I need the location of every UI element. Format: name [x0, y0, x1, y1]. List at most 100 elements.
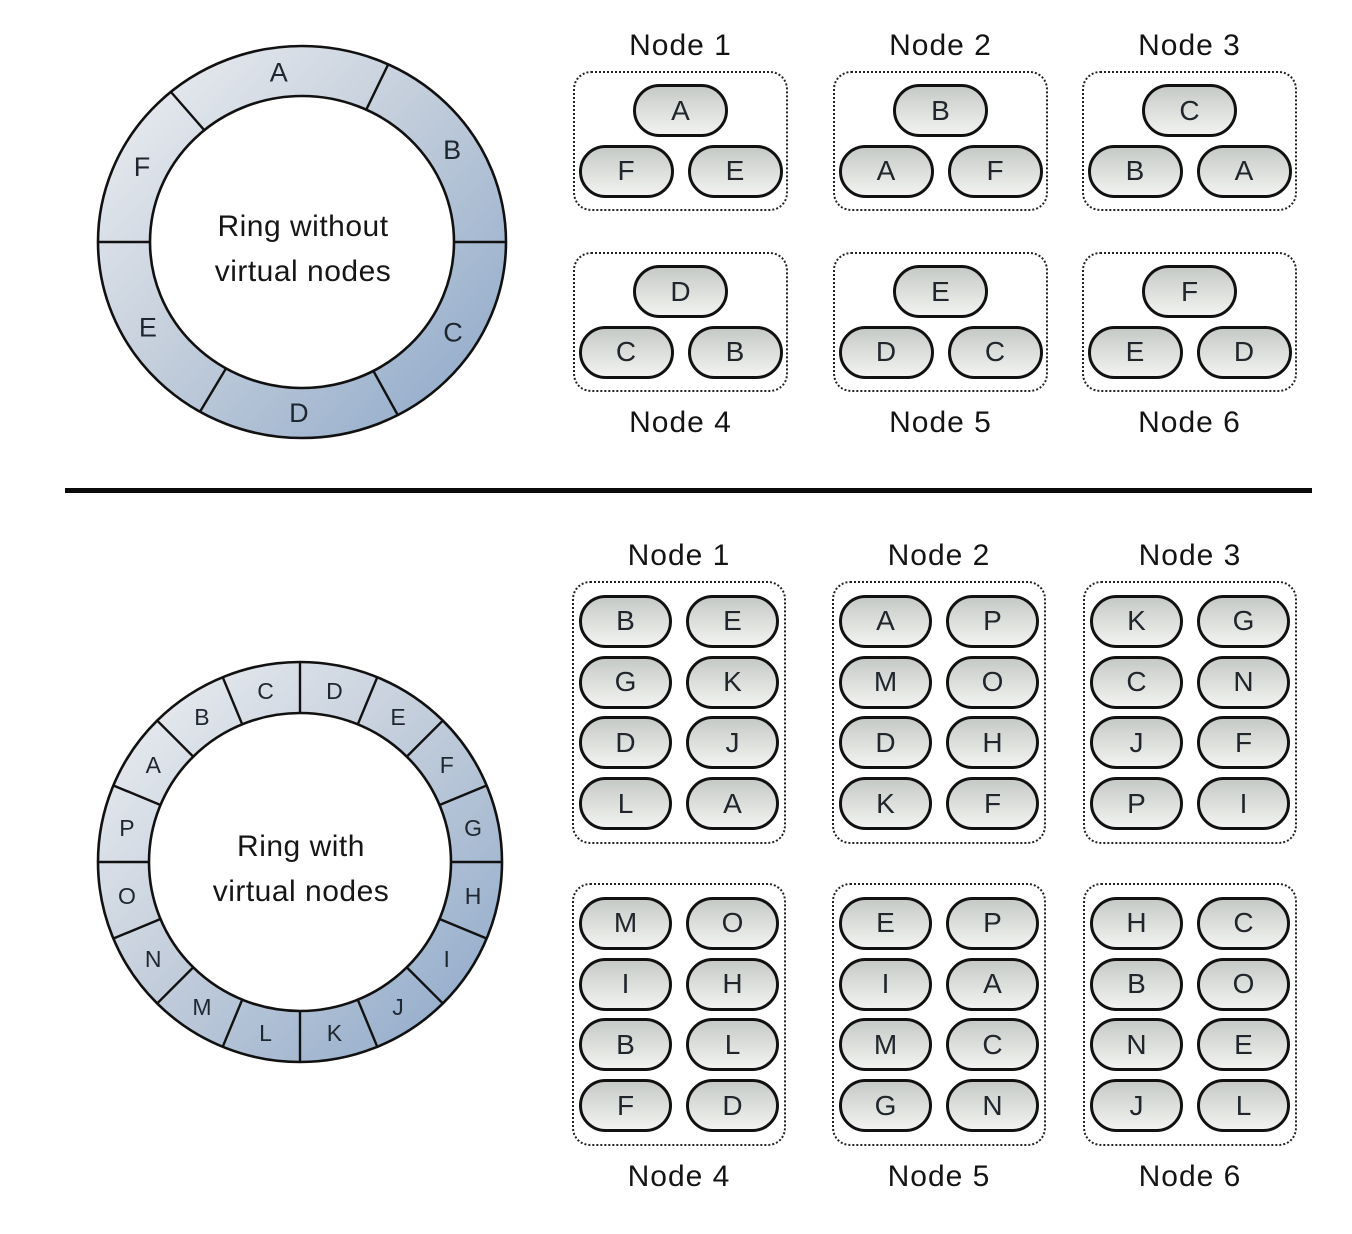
key-pill-H: H	[686, 957, 779, 1011]
pill-row: E	[893, 265, 988, 319]
ring-segment-label-B: B	[194, 704, 209, 730]
key-pill-F: F	[1197, 716, 1290, 770]
ring-bottom-title-line1: Ring with	[237, 830, 365, 863]
ring-segment-boundary	[156, 719, 195, 758]
key-pill-P: P	[946, 594, 1039, 648]
node-label: Node 1	[627, 539, 731, 572]
ring-segment-label-E: E	[390, 704, 405, 730]
key-pill-B: B	[893, 84, 988, 138]
ring-segment-boundary	[221, 676, 244, 725]
key-pill-N: N	[946, 1079, 1039, 1133]
key-pill-F: F	[946, 777, 1039, 831]
ring-segment-boundary	[372, 370, 399, 416]
key-pill-E: E	[686, 594, 779, 648]
key-pill-B: B	[579, 1018, 672, 1072]
pill-row: A	[633, 84, 728, 138]
key-pill-E: E	[1197, 1018, 1290, 1072]
ring-segment-label-N: N	[145, 946, 162, 972]
key-pill-E: E	[1087, 325, 1183, 379]
node-label: Node 3	[1138, 539, 1242, 572]
key-pill-L: L	[1197, 1079, 1290, 1133]
key-pill-H: H	[946, 716, 1039, 770]
ring-segment-boundary	[112, 784, 161, 807]
key-pill-F: F	[578, 144, 674, 198]
ring-segment-boundary	[356, 676, 379, 725]
key-pill-J: J	[686, 716, 779, 770]
key-pill-A: A	[686, 777, 779, 831]
key-pill-A: A	[839, 594, 932, 648]
ring-segment-label-A: A	[270, 57, 288, 87]
pill-row: B	[893, 84, 988, 138]
key-pill-D: D	[579, 716, 672, 770]
key-pill-D: D	[839, 716, 932, 770]
key-pill-B: B	[687, 325, 783, 379]
key-pill-A: A	[946, 957, 1039, 1011]
pill-row: D	[633, 265, 728, 319]
ring-top-title-line1: Ring without	[217, 210, 389, 243]
key-pill-J: J	[1090, 716, 1183, 770]
key-pill-M: M	[839, 1018, 932, 1072]
ring-segment-label-I: I	[444, 946, 450, 972]
ring-segment-boundary	[156, 966, 195, 1005]
ring-segment-label-C: C	[443, 318, 463, 348]
key-pill-E: E	[687, 144, 783, 198]
ring-segment-boundary	[169, 91, 206, 131]
key-pill-B: B	[1087, 144, 1183, 198]
ring-segment-label-E: E	[139, 313, 157, 343]
key-pill-O: O	[686, 896, 779, 950]
ring-segment-label-O: O	[118, 883, 136, 909]
key-pill-K: K	[686, 655, 779, 709]
key-pill-N: N	[1090, 1018, 1183, 1072]
key-pill-J: J	[1090, 1079, 1183, 1133]
key-pill-D: D	[633, 265, 728, 319]
key-pill-D: D	[1196, 325, 1292, 379]
ring-segment-label-F: F	[440, 752, 454, 778]
key-pill-A: A	[1196, 144, 1292, 198]
key-pill-I: I	[579, 957, 672, 1011]
key-pill-P: P	[1090, 777, 1183, 831]
key-pill-L: L	[579, 777, 672, 831]
node-label: Node 5	[889, 406, 992, 439]
key-pill-C: C	[946, 1018, 1039, 1072]
ring-segment-boundary	[439, 917, 488, 940]
ring-segment-label-K: K	[327, 1020, 343, 1046]
node-label: Node 2	[887, 539, 991, 572]
key-pill-D: D	[686, 1079, 779, 1133]
pill-row: C	[1142, 84, 1237, 138]
key-pill-D: D	[838, 325, 934, 379]
key-pill-E: E	[893, 265, 988, 319]
key-pill-I: I	[839, 957, 932, 1011]
ring-top-title: Ring without virtual nodes	[148, 204, 458, 294]
key-pill-G: G	[579, 655, 672, 709]
ring-segment-label-B: B	[443, 135, 461, 165]
key-pill-N: N	[1197, 655, 1290, 709]
key-pill-A: A	[838, 144, 934, 198]
ring-top-title-line2: virtual nodes	[214, 255, 392, 288]
